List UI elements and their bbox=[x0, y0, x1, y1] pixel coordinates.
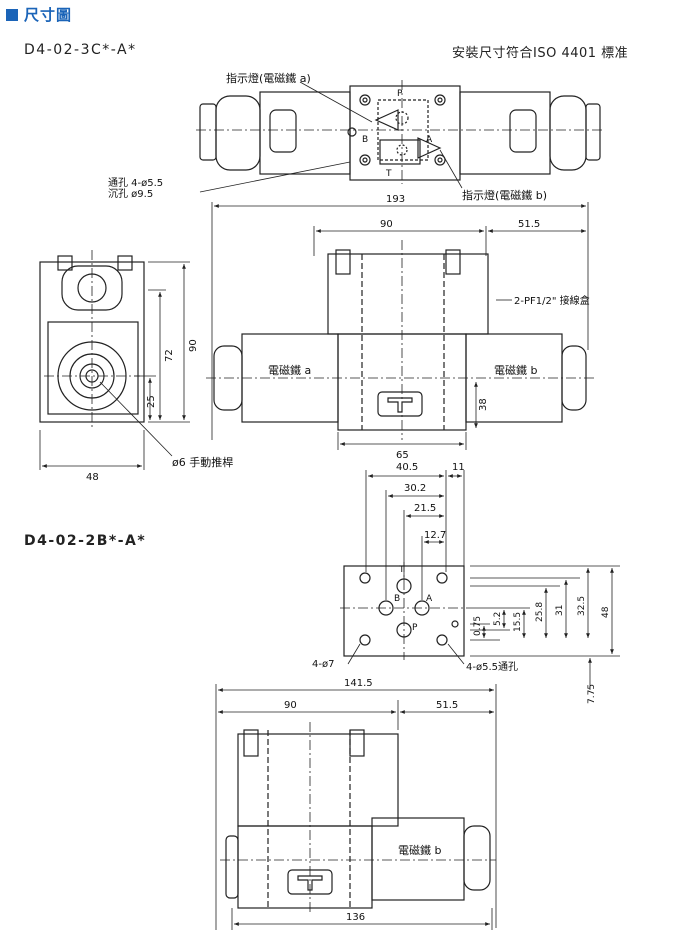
counterbore-label: 沉孔 ø9.5 bbox=[108, 187, 153, 200]
dim-72: 72 bbox=[164, 349, 175, 362]
model-code-2b: D4-02-2B*-A* bbox=[24, 533, 147, 549]
dim-25: 25 bbox=[146, 395, 157, 408]
top-port-t: T bbox=[385, 169, 392, 179]
dim-141-5: 141.5 bbox=[344, 678, 373, 689]
dim-32-5: 32.5 bbox=[577, 596, 587, 616]
dim-90-top: 90 bbox=[380, 219, 393, 230]
solenoid-b-label-2b: 電磁鐵 b bbox=[398, 843, 441, 857]
dim-7-75: 7.75 bbox=[587, 684, 597, 704]
dim-0-75: 0.75 bbox=[473, 616, 483, 636]
model-code-3c: D4-02-3C*-A* bbox=[24, 42, 137, 58]
section-title: 尺寸圖 bbox=[24, 6, 73, 24]
dim-48-mount: 48 bbox=[601, 606, 611, 618]
dim-21-5: 21.5 bbox=[414, 503, 436, 514]
dim-25-8: 25.8 bbox=[535, 602, 545, 622]
dim-193: 193 bbox=[386, 194, 405, 205]
indicator-b-label: 指示燈(電磁鐵 b) bbox=[462, 188, 547, 202]
through-hole-label: 通孔 4-ø5.5 bbox=[108, 177, 163, 189]
dim-90-bottom: 90 bbox=[284, 700, 297, 711]
holes-4-7-label: 4-ø7 bbox=[312, 659, 334, 670]
dim-5-2: 5.2 bbox=[493, 612, 503, 626]
iso-standard-note: 安裝尺寸符合ISO 4401 標准 bbox=[452, 46, 629, 61]
solenoid-a-label: 電磁鐵 a bbox=[268, 363, 311, 377]
mount-port-a: A bbox=[426, 594, 433, 604]
dim-31: 31 bbox=[555, 605, 565, 616]
top-port-a: A bbox=[426, 135, 433, 145]
holes-4-5-5-label: 4-ø5.5通孔 bbox=[466, 661, 518, 673]
section-header: 尺寸圖 bbox=[6, 4, 72, 25]
dim-65: 65 bbox=[396, 450, 409, 461]
dim-51-5-bottom: 51.5 bbox=[436, 700, 458, 711]
dim-38: 38 bbox=[478, 398, 489, 411]
dim-11: 11 bbox=[452, 462, 465, 473]
indicator-a-label: 指示燈(電磁鐵 a) bbox=[226, 71, 311, 85]
dim-40-5: 40.5 bbox=[396, 462, 418, 473]
dim-51-5-top: 51.5 bbox=[518, 219, 540, 230]
single-solenoid-view bbox=[220, 722, 496, 914]
mount-port-t: T bbox=[398, 565, 405, 575]
top-view bbox=[196, 80, 604, 193]
square-bullet-icon bbox=[6, 8, 18, 21]
top-port-p: P bbox=[397, 89, 403, 99]
manual-pin-label: ø6 手動推桿 bbox=[172, 455, 233, 469]
dim-136: 136 bbox=[346, 912, 365, 923]
dim-12-7: 12.7 bbox=[424, 530, 446, 541]
mount-port-p: P bbox=[412, 623, 418, 633]
side-view bbox=[39, 250, 173, 457]
mount-port-b: B bbox=[394, 594, 400, 604]
dim-48-side: 48 bbox=[86, 472, 99, 483]
front-view bbox=[206, 240, 594, 440]
junction-box-label: 2-PF1/2" 接線盒 bbox=[514, 294, 590, 307]
dim-90-side: 90 bbox=[188, 339, 199, 352]
dim-30-2: 30.2 bbox=[404, 483, 426, 494]
solenoid-b-label: 電磁鐵 b bbox=[494, 363, 537, 377]
top-port-b: B bbox=[362, 135, 368, 145]
dim-15-5: 15.5 bbox=[513, 612, 523, 632]
